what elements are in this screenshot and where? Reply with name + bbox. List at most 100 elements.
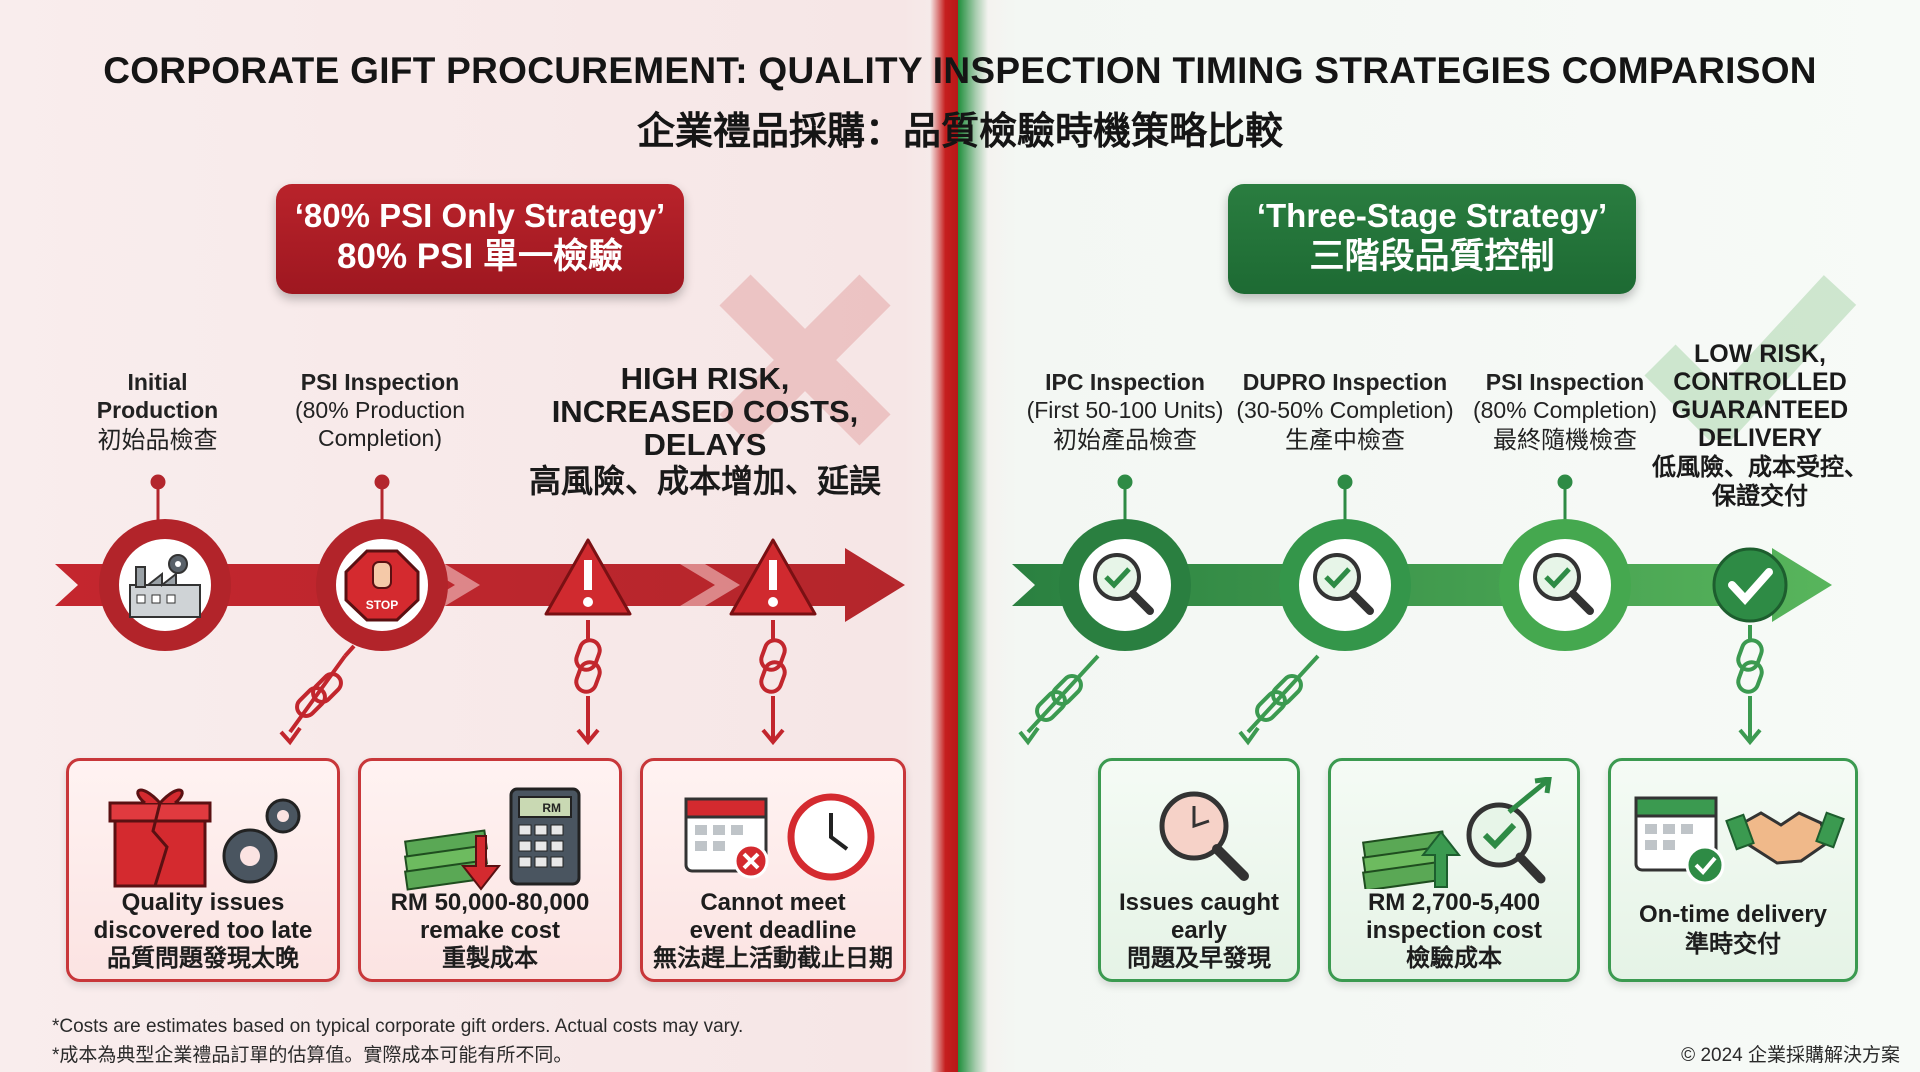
stage-detail: Completion) (318, 425, 442, 451)
page-title-chinese: 企業禮品採購：品質檢驗時機策略比較 (636, 111, 1283, 153)
outcome-line: CONTROLLED (1673, 368, 1847, 396)
stage-title-zh: 生產中檢查 (1285, 427, 1405, 454)
stage-title: Production (96, 397, 219, 423)
risk-line-zh: 高風險、成本增加、延誤 (528, 463, 881, 499)
stage-title-zh: 初始品檢查 (97, 427, 218, 454)
stage-title: PSI Inspection (300, 369, 460, 395)
big-check-icon (1644, 275, 1857, 440)
card-text: Quality issues discovered too late 品質問題發… (69, 889, 337, 973)
stage-label-psi-final: PSI Inspection (80% Completion) 最終隨機檢查 (1465, 368, 1665, 455)
card-line: remake cost (419, 917, 561, 944)
card-line-zh: 檢驗成本 (1406, 945, 1502, 972)
calendar-clock-icon (684, 793, 875, 881)
stage-title: PSI Inspection (1485, 369, 1645, 395)
outcome-line: LOW RISK, (1694, 340, 1826, 368)
chain-link-icon (759, 620, 787, 746)
card-line-zh: 品質問題發現太晚 (107, 945, 299, 972)
stage-title: IPC Inspection (1045, 369, 1205, 395)
card-quality-issues-late: Quality issues discovered too late 品質問題發… (66, 758, 340, 982)
card-on-time-delivery: On-time delivery 準時交付 (1608, 758, 1858, 982)
timeline-arrow-left (55, 548, 905, 622)
money-calculator-icon: RM (404, 787, 581, 891)
card-missed-deadline: Cannot meet event deadline 無法趕上活動截止日期 (640, 758, 906, 982)
magnifier-check-icon (1499, 519, 1631, 651)
stage-title: DUPRO Inspection (1242, 369, 1448, 395)
stage-title: Initial (127, 369, 188, 395)
banner-title: ‘Three-Stage Strategy’ (1256, 197, 1608, 234)
stop-label: STOP (366, 598, 398, 612)
card-text: RM 50,000-80,000 remake cost 重製成本 (361, 889, 619, 973)
footnote-english: *Costs are estimates based on typical co… (52, 1016, 744, 1037)
card-inspection-cost: RM 2,700-5,400 inspection cost 檢驗成本 (1328, 758, 1580, 982)
chain-link-icon (574, 620, 602, 746)
banner-title: ‘80% PSI Only Strategy’ (294, 197, 666, 234)
risk-warning-label: HIGH RISK, INCREASED COSTS, DELAYS 高風險、成… (500, 362, 910, 501)
chain-link-icon (1018, 654, 1100, 746)
calendar-handshake-icon (1634, 796, 1845, 885)
card-line: early (1170, 917, 1228, 944)
stage-detail: (First 50-100 Units) (1026, 397, 1224, 423)
stage-title-zh: 初始產品檢查 (1053, 427, 1197, 454)
card-issues-caught-early: Issues caught early 問題及早發現 (1098, 758, 1300, 982)
stage-label-initial-production: Initial Production 初始品檢查 (70, 368, 245, 455)
broken-gift-box-icon (108, 788, 301, 888)
card-text: Cannot meet event deadline 無法趕上活動截止日期 (643, 889, 903, 973)
page-title: CORPORATE GIFT PROCUREMENT: QUALITY INSP… (103, 50, 1817, 91)
chain-link-icon (1736, 625, 1764, 746)
chain-link-icon (1238, 654, 1320, 746)
footnote-chinese: *成本為典型企業禮品訂單的估算值。實際成本可能有所不同。 (52, 1045, 573, 1066)
stage-pins-left (150, 474, 390, 520)
factory-icon (99, 519, 231, 651)
card-line: RM 2,700-5,400 (1367, 889, 1541, 916)
card-line-zh: 重製成本 (442, 945, 538, 972)
card-line-zh: 無法趕上活動截止日期 (653, 945, 893, 972)
magnifier-check-icon (1279, 519, 1411, 651)
stage-label-ipc: IPC Inspection (First 50-100 Units) 初始產品… (1015, 368, 1235, 455)
card-line: event deadline (689, 917, 857, 944)
divider-red-band (930, 0, 958, 1072)
money-magnifier-growth-icon (1362, 777, 1552, 889)
card-line: On-time delivery (1638, 901, 1828, 928)
big-cross-icon (719, 274, 891, 446)
stage-detail: (80% Completion) (1472, 397, 1658, 423)
stage-pins-right (1117, 474, 1573, 520)
warning-icon (729, 538, 817, 616)
outcome-line: GUARANTEED (1671, 396, 1849, 424)
banner-subtitle: 三階段品質控制 (1309, 237, 1555, 276)
stage-detail: (80% Production (294, 397, 466, 423)
magnifier-clock-icon (1159, 791, 1249, 881)
outcome-line-zh: 保證交付 (1712, 483, 1808, 510)
card-text: Issues caught early 問題及早發現 (1101, 889, 1297, 973)
strategy-banner-three-stage: ‘Three-Stage Strategy’ 三階段品質控制 (1228, 184, 1636, 294)
stage-label-psi: PSI Inspection (80% Production Completio… (270, 368, 490, 452)
card-text: RM 2,700-5,400 inspection cost 檢驗成本 (1331, 889, 1577, 973)
stage-title-zh: 最終隨機檢查 (1493, 427, 1637, 454)
strategy-banner-psi-only: ‘80% PSI Only Strategy’ 80% PSI 單一檢驗 (276, 184, 684, 294)
card-line: Quality issues (121, 889, 285, 916)
outcome-line: DELIVERY (1697, 424, 1823, 452)
stage-label-dupro: DUPRO Inspection (30-50% Completion) 生產中… (1230, 368, 1460, 455)
timeline-graphics: STOP (55, 474, 1832, 746)
card-line: RM 50,000-80,000 (390, 889, 590, 916)
card-line-zh: 問題及早發現 (1127, 945, 1271, 972)
stage-detail: (30-50% Completion) (1236, 397, 1454, 423)
card-line: inspection cost (1365, 917, 1543, 944)
copyright: © 2024 企業採購解決方案 (1681, 1045, 1900, 1066)
card-text: On-time delivery 準時交付 (1611, 901, 1855, 959)
divider-green-band (958, 0, 988, 1072)
card-remake-cost: RM RM 50,000-80,000 remake cost 重製成本 (358, 758, 622, 982)
outcome-line-zh: 低風險、成本受控、 (1652, 454, 1868, 481)
chain-link-icon (279, 644, 356, 746)
risk-line: HIGH RISK, (620, 361, 790, 396)
card-line-zh: 準時交付 (1685, 931, 1781, 958)
calculator-display: RM (542, 801, 561, 815)
risk-line: DELAYS (643, 427, 767, 462)
check-circle-icon (1712, 547, 1788, 623)
card-line: Cannot meet (700, 889, 846, 916)
outcome-label: LOW RISK, CONTROLLED GUARANTEED DELIVERY… (1630, 340, 1890, 511)
card-line: Issues caught (1118, 889, 1280, 916)
banner-subtitle: 80% PSI 單一檢驗 (337, 237, 623, 276)
magnifier-check-icon (1059, 519, 1191, 651)
risk-line: INCREASED COSTS, (551, 394, 859, 429)
warning-icon (544, 538, 632, 616)
